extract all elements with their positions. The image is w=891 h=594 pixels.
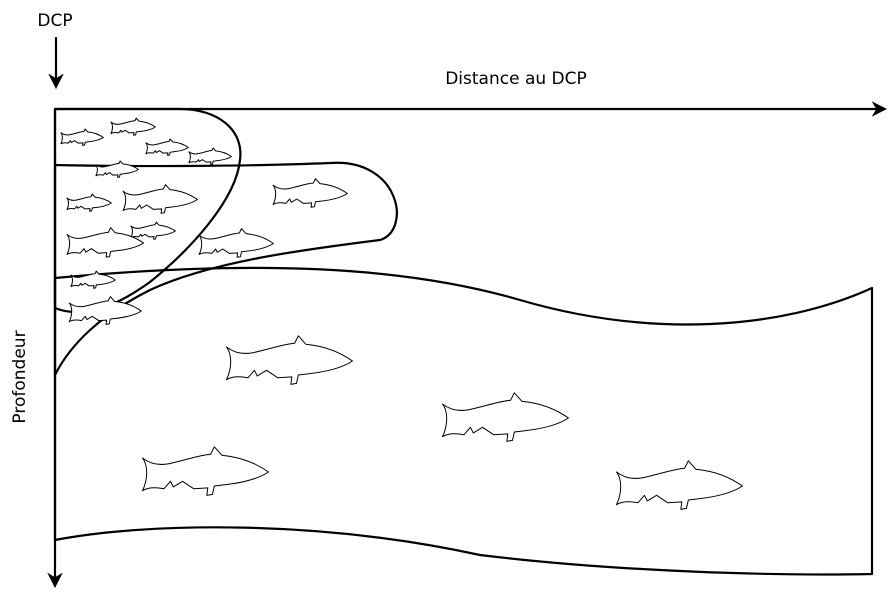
fish-icon bbox=[95, 160, 139, 178]
deep-fish-layer bbox=[53, 266, 874, 576]
fish-icon bbox=[60, 128, 104, 146]
distance-axis-label: Distance au DCP bbox=[445, 69, 587, 89]
fish-icon bbox=[441, 392, 569, 442]
fish-icon bbox=[110, 117, 156, 136]
fish-icon bbox=[198, 228, 274, 258]
fish-icon bbox=[66, 193, 112, 212]
large-fish-group bbox=[141, 335, 743, 510]
fish-icon bbox=[141, 446, 269, 496]
fish-icon bbox=[188, 147, 232, 165]
fish-icon bbox=[145, 138, 189, 156]
small-fish-group bbox=[60, 117, 274, 325]
fish-icon bbox=[122, 184, 198, 214]
fish-icon bbox=[225, 335, 353, 385]
fish-icon bbox=[615, 460, 743, 510]
depth-axis-label: Profondeur bbox=[10, 330, 30, 423]
fish-icon bbox=[66, 227, 144, 258]
fish-icon bbox=[272, 178, 348, 208]
fad-label: DCP bbox=[37, 11, 72, 31]
fish-icon bbox=[130, 221, 176, 240]
